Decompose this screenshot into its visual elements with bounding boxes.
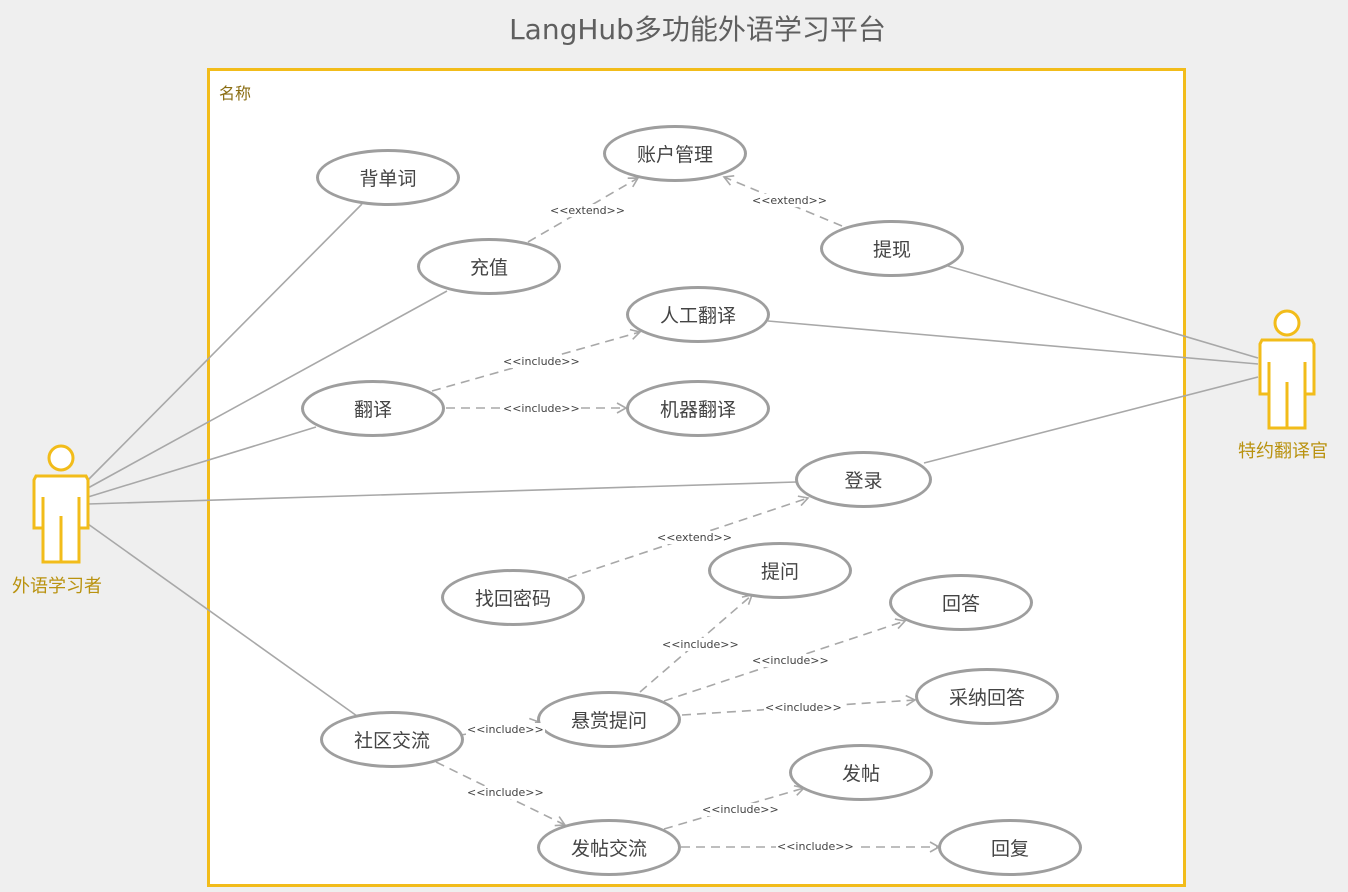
label-include-bounty: <<include>> xyxy=(466,723,545,736)
diagram-title: LangHub多功能外语学习平台 xyxy=(509,13,886,46)
usecase-recharge[interactable]: 充值 xyxy=(417,238,561,295)
label-include-post-exchange: <<include>> xyxy=(466,786,545,799)
usecase-community[interactable]: 社区交流 xyxy=(320,711,464,768)
usecase-login[interactable]: 登录 xyxy=(795,451,932,508)
label-include-ask: <<include>> xyxy=(661,638,740,651)
assoc-translator-withdraw xyxy=(947,265,1259,359)
label-extend-recover: <<extend>> xyxy=(656,531,733,544)
rel-community-post-exchange xyxy=(435,761,567,827)
label-include-reply: <<include>> xyxy=(776,840,855,853)
usecase-reply[interactable]: 回复 xyxy=(938,819,1082,876)
usecase-human-translation[interactable]: 人工翻译 xyxy=(626,286,770,343)
assoc-learner-translate xyxy=(87,426,317,498)
usecase-withdraw[interactable]: 提现 xyxy=(820,220,964,277)
usecase-machine-translation[interactable]: 机器翻译 xyxy=(626,380,770,437)
label-include-answer: <<include>> xyxy=(751,654,830,667)
label-include-accept: <<include>> xyxy=(764,701,843,714)
usecase-answer[interactable]: 回答 xyxy=(889,574,1033,631)
learner-actor-label: 外语学习者 xyxy=(12,576,102,597)
assoc-translator-login xyxy=(923,376,1259,464)
rel-bounty-accept xyxy=(681,694,917,716)
usecase-accept-answer[interactable]: 采纳回答 xyxy=(915,668,1059,725)
usecase-account[interactable]: 账户管理 xyxy=(603,125,747,182)
usecase-ask[interactable]: 提问 xyxy=(708,542,852,599)
usecase-recover-password[interactable]: 找回密码 xyxy=(441,569,585,626)
label-extend-recharge: <<extend>> xyxy=(549,204,626,217)
label-include-machine: <<include>> xyxy=(502,402,581,415)
label-include-post: <<include>> xyxy=(701,803,780,816)
usecase-bounty-question[interactable]: 悬赏提问 xyxy=(537,691,681,748)
assoc-learner-login xyxy=(87,481,797,505)
label-extend-withdraw: <<extend>> xyxy=(751,194,828,207)
label-include-human: <<include>> xyxy=(502,355,581,368)
usecase-post-exchange[interactable]: 发帖交流 xyxy=(537,819,681,876)
translator-actor-icon xyxy=(1258,309,1316,430)
assoc-learner-recharge xyxy=(87,290,448,489)
usecase-post[interactable]: 发帖 xyxy=(789,744,933,801)
learner-actor-icon xyxy=(32,444,90,564)
usecase-translate[interactable]: 翻译 xyxy=(301,380,445,437)
rel-bounty-ask xyxy=(639,593,754,693)
translator-actor-label: 特约翻译官 xyxy=(1238,441,1328,462)
rel-post-exchange-post xyxy=(663,784,806,830)
usecase-vocab[interactable]: 背单词 xyxy=(316,149,460,206)
assoc-translator-human xyxy=(767,320,1259,365)
assoc-learner-community xyxy=(87,523,358,717)
assoc-learner-vocab xyxy=(87,203,363,481)
system-name: 名称 xyxy=(219,84,252,103)
